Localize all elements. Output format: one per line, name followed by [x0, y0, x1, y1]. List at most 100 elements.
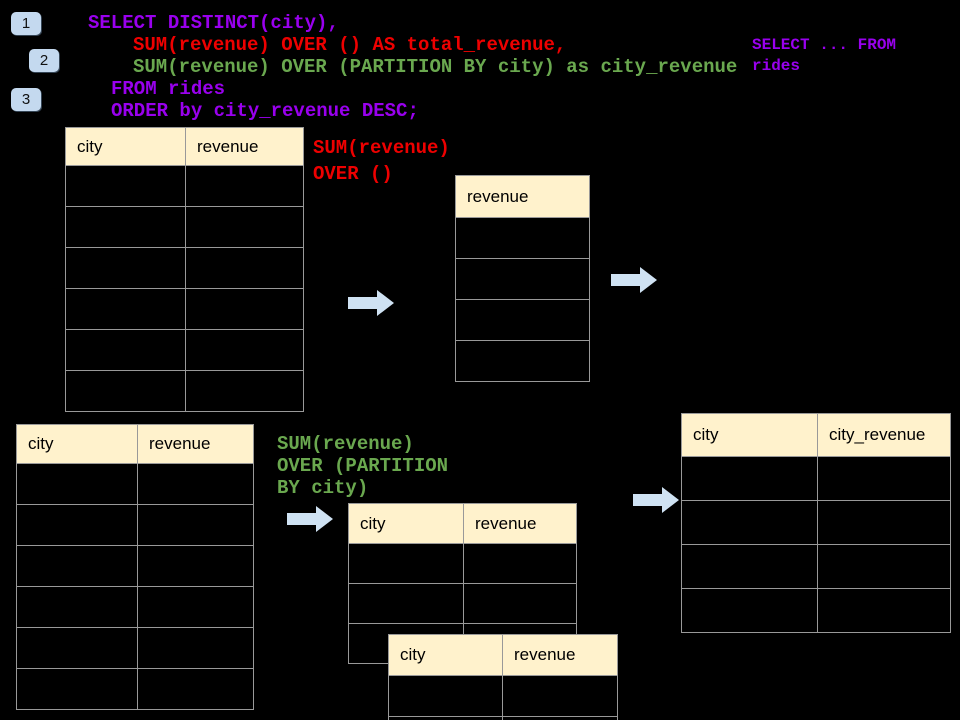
table-row: [681, 500, 951, 545]
right-arrow-icon: [611, 267, 657, 293]
empty-cell: [463, 583, 577, 624]
empty-cell: [137, 627, 254, 669]
sql-line-order-by: ORDER by city_revenue DESC;: [111, 100, 419, 122]
column-header: revenue: [463, 503, 577, 544]
table-row: [681, 456, 951, 501]
empty-cell: [502, 716, 618, 720]
side-note-line-2: rides: [752, 57, 801, 75]
column-header: city: [65, 127, 186, 166]
empty-cell: [817, 500, 951, 545]
empty-cell: [455, 299, 590, 341]
table-grid: revenue: [455, 175, 590, 382]
empty-cell: [681, 500, 818, 545]
empty-cell: [185, 165, 304, 207]
empty-cell: [463, 543, 577, 584]
column-header: revenue: [502, 634, 618, 676]
annotation-partition-line-3: BY city): [277, 477, 369, 499]
column-header: revenue: [185, 127, 304, 166]
sql-line-select: SELECT DISTINCT(city),: [88, 12, 339, 34]
table-row: [455, 258, 590, 300]
empty-cell: [65, 165, 186, 207]
table-row: [348, 543, 577, 584]
empty-cell: [455, 340, 590, 382]
empty-cell: [185, 288, 304, 330]
empty-cell: [681, 544, 818, 589]
empty-cell: [16, 504, 138, 546]
annotation-total-revenue-line-1: SUM(revenue): [313, 137, 450, 159]
table-row: [455, 217, 590, 259]
table-row: [16, 463, 254, 505]
empty-cell: [16, 668, 138, 710]
table-row: [681, 588, 951, 633]
annotation-total-revenue-line-2: OVER (): [313, 163, 393, 185]
table-row: [65, 288, 304, 330]
table-row: [455, 340, 590, 382]
empty-cell: [137, 504, 254, 546]
right-arrow-icon: [633, 487, 679, 513]
empty-cell: [348, 543, 464, 584]
empty-cell: [16, 627, 138, 669]
empty-cell: [137, 545, 254, 587]
right-arrow-icon: [287, 506, 333, 532]
empty-cell: [65, 288, 186, 330]
empty-cell: [817, 456, 951, 501]
column-header: revenue: [455, 175, 590, 218]
annotation-partition-line-1: SUM(revenue): [277, 433, 414, 455]
table-row: [16, 504, 254, 546]
empty-cell: [502, 675, 618, 717]
empty-cell: [65, 329, 186, 371]
table-row: [65, 165, 304, 207]
sql-line-from: FROM rides: [111, 78, 226, 100]
empty-cell: [185, 329, 304, 371]
empty-cell: [16, 586, 138, 628]
table-row: [16, 668, 254, 710]
table-row: [16, 627, 254, 669]
column-header: city_revenue: [817, 413, 951, 457]
empty-cell: [137, 463, 254, 505]
empty-cell: [185, 247, 304, 289]
empty-cell: [137, 586, 254, 628]
empty-cell: [817, 544, 951, 589]
empty-cell: [455, 217, 590, 259]
empty-cell: [16, 545, 138, 587]
table-row: [65, 329, 304, 371]
step-badge-3: 3: [11, 88, 41, 111]
annotation-partition-line-2: OVER (PARTITION: [277, 455, 449, 477]
step-badge-1: 1: [11, 12, 41, 35]
column-header: city: [681, 413, 818, 457]
table-row: [65, 370, 304, 412]
table-row: [65, 206, 304, 248]
empty-cell: [681, 456, 818, 501]
column-header: city: [348, 503, 464, 544]
empty-cell: [16, 463, 138, 505]
table-row: [16, 545, 254, 587]
right-arrow-icon: [348, 290, 394, 316]
empty-cell: [348, 583, 464, 624]
table-row: [681, 544, 951, 589]
empty-cell: [185, 206, 304, 248]
table-row: [388, 675, 618, 717]
table-row: [348, 583, 577, 624]
empty-cell: [65, 206, 186, 248]
empty-cell: [817, 588, 951, 633]
empty-cell: [681, 588, 818, 633]
table-total-revenue: revenue: [455, 175, 590, 382]
column-header: city: [16, 424, 138, 464]
empty-cell: [137, 668, 254, 710]
empty-cell: [65, 370, 186, 412]
table-row: [388, 716, 618, 720]
sql-line-total-revenue: SUM(revenue) OVER () AS total_revenue,: [133, 34, 567, 56]
empty-cell: [455, 258, 590, 300]
step-badge-2: 2: [29, 49, 59, 72]
empty-cell: [388, 675, 503, 717]
